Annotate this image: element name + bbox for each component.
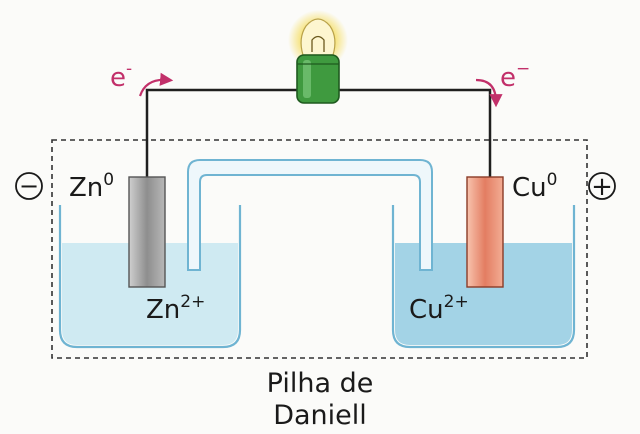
left-beaker — [58, 205, 242, 349]
negative-pole: − — [15, 172, 43, 200]
negative-sign: − — [19, 172, 39, 200]
system-boundary — [51, 139, 588, 359]
right-electron-label: e− — [500, 59, 530, 93]
positive-sign: + — [591, 172, 613, 202]
left-electron-arrow — [138, 72, 174, 97]
copper-electrode — [466, 176, 504, 288]
positive-pole-circle — [588, 172, 616, 200]
zinc-metal-label: Zn0 — [69, 170, 114, 203]
copper-ion-label: Cu2+ — [409, 292, 469, 325]
bulb-base-highlight — [303, 60, 311, 98]
light-bulb — [288, 10, 348, 104]
caption-line-2: Daniell — [273, 400, 367, 431]
zinc-ion-label: Zn2+ — [146, 292, 205, 325]
left-electron-label: e- — [110, 59, 132, 93]
caption-line-1: Pilha de — [267, 368, 374, 399]
right-beaker — [391, 205, 576, 349]
negative-pole-circle — [15, 172, 43, 200]
salt-bridge — [187, 159, 433, 271]
copper-solution — [395, 243, 572, 345]
positive-pole: + — [588, 172, 616, 202]
right-electron-arrow — [475, 78, 503, 108]
zinc-electrode — [128, 176, 166, 288]
bulb-filament — [311, 35, 325, 52]
copper-metal-label: Cu0 — [512, 170, 557, 203]
